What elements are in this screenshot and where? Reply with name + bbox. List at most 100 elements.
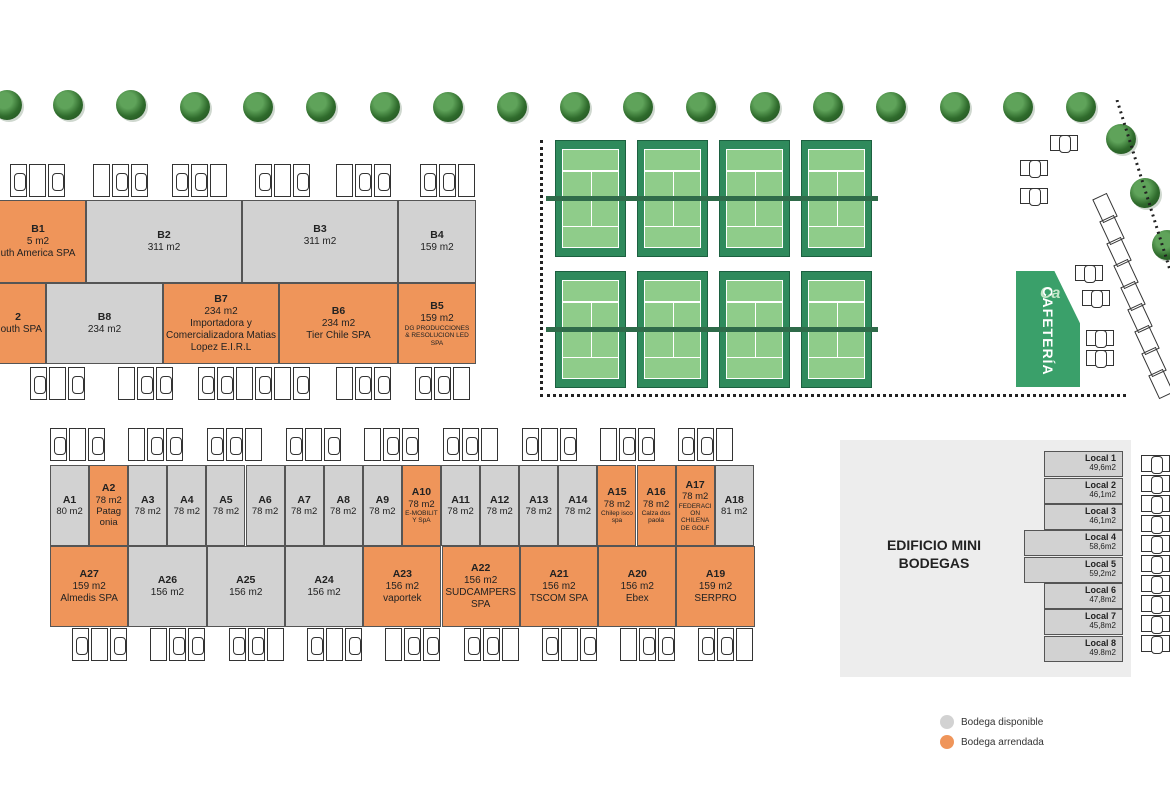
unit-b8[interactable]: B8 234 m2 [46,283,163,364]
parking-bay [600,428,617,461]
unit-b4[interactable]: B4 159 m2 [398,200,476,283]
parking-bay [355,164,372,197]
parking-bay [131,164,148,197]
unit-code: A16 [646,486,666,499]
parking-bay [217,367,234,400]
car-icon [258,375,271,394]
unit-b2[interactable]: B2 311 m2 [86,200,242,283]
parking-bay [1141,535,1170,554]
unit-code: A24 [314,574,334,587]
unit-size: 5 m2 [26,235,50,247]
parking-bay [580,628,597,661]
unit-size: 78 m2 [369,506,396,518]
local-area: 59,2m2 [1089,568,1116,578]
parking-bay [383,428,400,461]
car-icon [1150,555,1163,574]
car-icon [622,436,635,455]
courts-boundary [540,140,1126,397]
car-icon [1150,575,1163,594]
parking-bay [542,628,559,661]
car-icon [1059,135,1071,153]
unit-size: 156 m2 [385,580,420,592]
unit-b6[interactable]: B6 234 m2 Tier Chile SPA [279,283,398,364]
tree-icon [940,92,970,122]
unit-tenant: Chilep isco spa [601,510,633,525]
parking-bay [147,428,164,461]
unit-b9[interactable]: 2 South SPA [0,283,46,364]
parking-bay [1141,455,1170,474]
unit-size: 80 m2 [56,506,83,518]
car-icon [75,636,88,655]
tree-icon [180,92,210,122]
parking-bay [305,428,322,461]
car-icon [134,172,147,191]
car-icon [210,436,223,455]
unit-tenant: Ebex [625,592,649,604]
unit-size: 78 m2 [603,498,631,510]
unit-code: A8 [336,493,350,506]
parking-bay [210,164,227,197]
unit-size: 159 m2 [72,580,106,592]
car-icon [563,436,576,455]
unit-b3[interactable]: B3 311 m2 [242,200,398,283]
parking-bay [364,428,381,461]
local-area: 45,8m2 [1089,620,1116,630]
tree-icon [116,90,146,120]
unit-b1[interactable]: B1 5 m2 uth America SPA [0,200,86,283]
parking-bay [453,367,470,400]
car-icon [1150,475,1163,494]
local-name: Local 7 [1084,611,1116,621]
unit-size: 156 m2 [307,586,341,598]
car-icon [159,375,172,394]
local-area: 46,1m2 [1089,489,1116,499]
parking-bay [326,628,343,661]
unit-code: A22 [471,562,491,575]
parking-bay [374,164,391,197]
local-name: Local 5 [1084,559,1116,569]
unit-b7[interactable]: B7 234 m2 Importadora y Comercializadora… [163,283,279,364]
parking-bay [30,367,47,400]
car-icon [175,172,188,191]
unit-b5[interactable]: B5 159 m2 DG PRODUCCIONES & RESOLUCION L… [398,283,476,364]
car-icon [465,436,478,455]
unit-code: A27 [79,568,99,581]
legend-available-dot [940,715,954,729]
parking-bay [307,628,324,661]
local-name: Local 1 [1084,453,1116,463]
